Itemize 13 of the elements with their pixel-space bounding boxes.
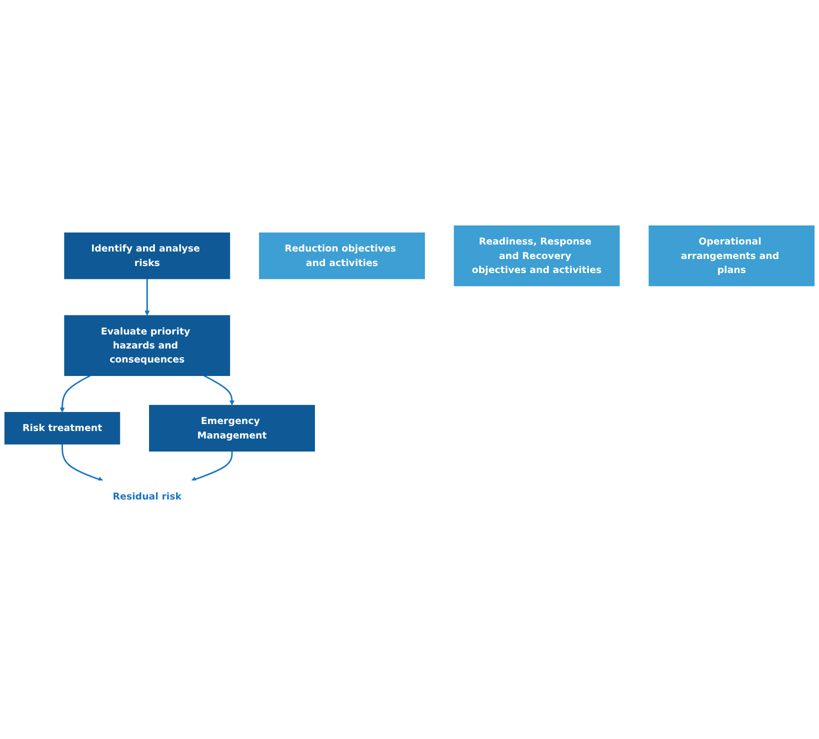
arrow [62,444,104,482]
node-box: Reduction objectives and activities [259,232,425,280]
arrow [60,375,91,413]
node-box: Risk treatment [4,412,120,445]
arrow [204,375,235,406]
node-box: Operational arrangements and plans [648,226,815,287]
node-text: Residual risk [112,491,182,502]
arrow [144,279,150,316]
node-box: Identify and analyse risks [64,232,230,280]
arrow [190,452,233,482]
node-box: Emergency Management [149,405,315,452]
node-box: Evaluate priority hazards and consequences [64,315,230,376]
node-box: Readiness, Response and Recovery objectives and activities [454,226,620,287]
